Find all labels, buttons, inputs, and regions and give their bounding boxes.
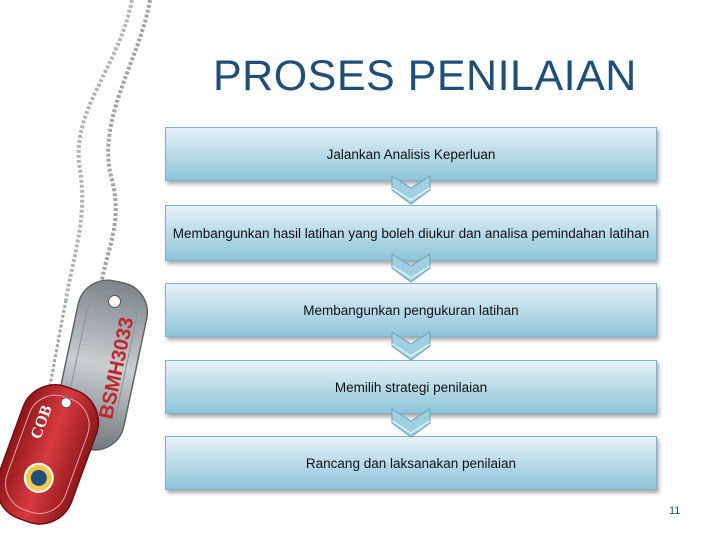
flow-step-label: Membangunkan hasil latihan yang boleh di… [172, 225, 650, 241]
dog-tags-decoration: BSMH3033 COB [0, 0, 152, 525]
red-tag [0, 384, 100, 525]
flow-connector-arrow [391, 253, 431, 283]
flow-step-label: Membangunkan pengukuran latihan [303, 302, 519, 318]
flow-step-label: Rancang dan laksanakan penilaian [305, 455, 517, 471]
flow-step-label: Jalankan Analisis Keperluan [326, 146, 496, 162]
flow-step-5: Rancang dan laksanakan penilaian [165, 436, 657, 490]
flow-step-label: Memilih strategi penilaian [334, 379, 488, 395]
flow-connector-arrow [391, 331, 431, 361]
slide-title: PROSES PENILAIAN [213, 52, 637, 100]
flow-step-1: Jalankan Analisis Keperluan [165, 127, 657, 181]
flow-step-3: Membangunkan pengukuran latihan [165, 283, 657, 337]
flow-connector-arrow [391, 408, 431, 438]
flow-step-4: Memilih strategi penilaian [165, 360, 657, 414]
flow-step-2: Membangunkan hasil latihan yang boleh di… [165, 205, 657, 261]
flow-connector-arrow [391, 175, 431, 205]
page-number: 11 [669, 505, 681, 517]
